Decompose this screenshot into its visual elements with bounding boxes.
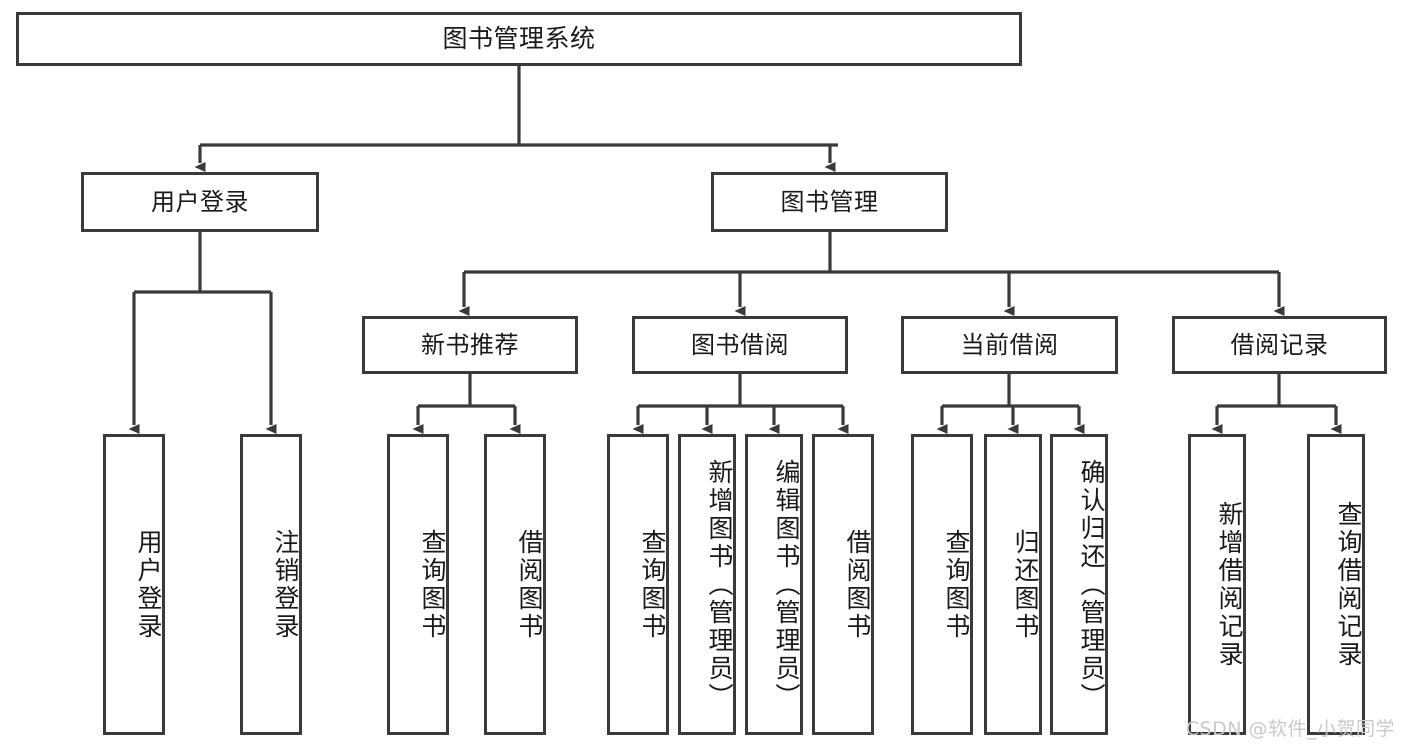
leaf-confirm-return-admin[interactable]: 确认归还（管理员） — [1050, 434, 1108, 735]
node-book-management-label: 图书管理 — [780, 187, 879, 216]
leaf-query-borrow-record-label: 查询借阅记录 — [1334, 500, 1363, 669]
node-user-login[interactable]: 用户登录 — [81, 172, 319, 232]
leaf-borrow-book-nb[interactable]: 借阅图书 — [484, 434, 546, 735]
leaf-confirm-return-admin-label: 确认归还（管理员） — [1077, 458, 1106, 711]
leaf-query-borrow-record[interactable]: 查询借阅记录 — [1307, 434, 1365, 735]
leaf-add-book-admin[interactable]: 新增图书（管理员） — [678, 434, 736, 735]
leaf-borrow-book-nb-label: 借阅图书 — [515, 528, 544, 641]
leaf-query-book-nb-label: 查询图书 — [418, 528, 447, 641]
leaf-return-book-label: 归还图书 — [1011, 528, 1040, 641]
node-root-label: 图书管理系统 — [442, 24, 596, 53]
leaf-query-book-cb[interactable]: 查询图书 — [911, 434, 973, 735]
leaf-logout-label: 注销登录 — [271, 528, 300, 641]
leaf-return-book[interactable]: 归还图书 — [984, 434, 1042, 735]
leaf-edit-book-admin[interactable]: 编辑图书（管理员） — [745, 434, 803, 735]
node-current-borrow-label: 当前借阅 — [960, 330, 1059, 359]
node-book-management[interactable]: 图书管理 — [711, 172, 948, 232]
leaf-user-login[interactable]: 用户登录 — [103, 434, 165, 735]
leaf-logout[interactable]: 注销登录 — [240, 434, 302, 735]
node-borrow-record[interactable]: 借阅记录 — [1172, 316, 1387, 374]
leaf-add-borrow-record[interactable]: 新增借阅记录 — [1188, 434, 1246, 735]
node-book-borrow-label: 图书借阅 — [691, 330, 789, 359]
leaf-add-book-admin-label: 新增图书（管理员） — [705, 458, 734, 711]
node-root[interactable]: 图书管理系统 — [16, 12, 1022, 66]
leaf-query-book-bo[interactable]: 查询图书 — [607, 434, 669, 735]
leaf-query-book-nb[interactable]: 查询图书 — [387, 434, 449, 735]
node-borrow-record-label: 借阅记录 — [1230, 330, 1329, 359]
leaf-query-book-bo-label: 查询图书 — [638, 528, 667, 641]
node-new-book-recommend[interactable]: 新书推荐 — [362, 316, 578, 374]
leaf-borrow-book-bo-label: 借阅图书 — [843, 528, 872, 641]
node-current-borrow[interactable]: 当前借阅 — [901, 316, 1118, 374]
leaf-query-book-cb-label: 查询图书 — [942, 528, 971, 641]
node-new-book-recommend-label: 新书推荐 — [421, 330, 519, 359]
leaf-add-borrow-record-label: 新增借阅记录 — [1215, 500, 1244, 669]
node-book-borrow[interactable]: 图书借阅 — [632, 316, 848, 374]
leaf-user-login-label: 用户登录 — [134, 528, 163, 641]
node-user-login-label: 用户登录 — [151, 187, 249, 216]
leaf-borrow-book-bo[interactable]: 借阅图书 — [812, 434, 874, 735]
leaf-edit-book-admin-label: 编辑图书（管理员） — [772, 458, 801, 711]
